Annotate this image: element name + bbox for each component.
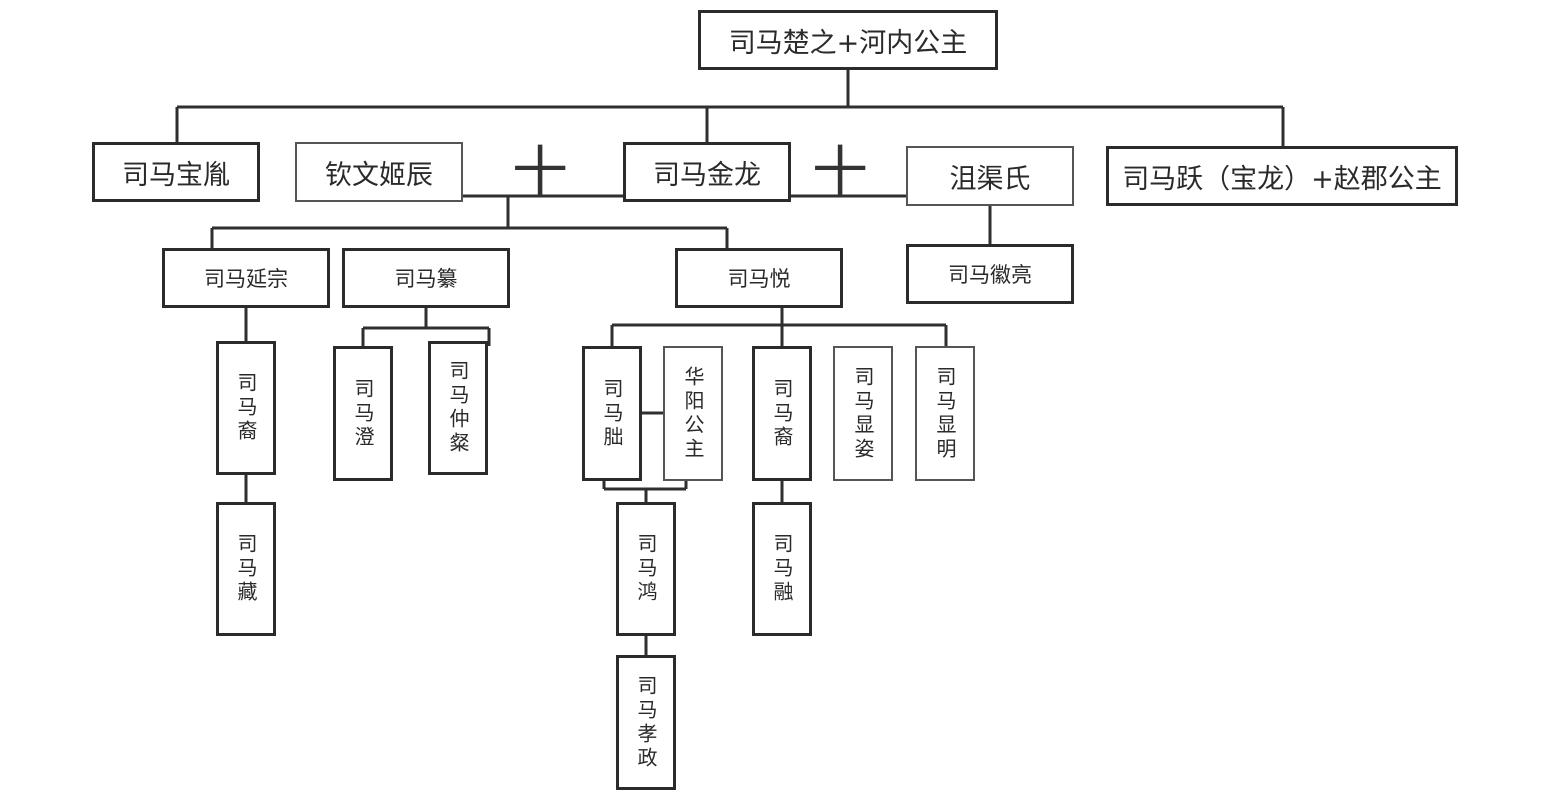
node-baoyin: 司马宝胤 <box>92 142 260 202</box>
node-yanzong: 司马延宗 <box>162 248 330 308</box>
node-xianzi: 司马显姿 <box>833 346 893 481</box>
node-yue: 司马悦 <box>675 248 843 308</box>
node-juqu: 沮渠氏 <box>906 146 1074 206</box>
node-xianming: 司马显明 <box>915 346 975 481</box>
node-qinwen: 钦文姬辰 <box>295 142 463 202</box>
node-jinlong: 司马金龙 <box>623 142 791 202</box>
node-fei: 司马朏 <box>582 346 642 481</box>
node-xiaozheng: 司马孝政 <box>616 655 676 790</box>
node-zuan: 司马纂 <box>342 248 510 308</box>
node-yi-b: 司马裔 <box>752 346 812 481</box>
marriage-plus-right: 十 <box>812 141 868 206</box>
node-yi-a: 司马裔 <box>216 341 276 475</box>
node-huiliang: 司马徽亮 <box>906 244 1074 304</box>
marriage-plus-left: 十 <box>512 141 568 206</box>
node-rong: 司马融 <box>752 502 812 636</box>
node-cang: 司马藏 <box>216 502 276 636</box>
node-zhongcan: 司马仲粲 <box>428 341 488 475</box>
node-root: 司马楚之+河内公主 <box>698 10 998 70</box>
node-huayang: 华阳公主 <box>663 346 723 481</box>
node-hong: 司马鸿 <box>616 502 676 636</box>
node-cheng: 司马澄 <box>333 346 393 481</box>
node-yue-baolong: 司马跃（宝龙）+赵郡公主 <box>1106 146 1458 206</box>
